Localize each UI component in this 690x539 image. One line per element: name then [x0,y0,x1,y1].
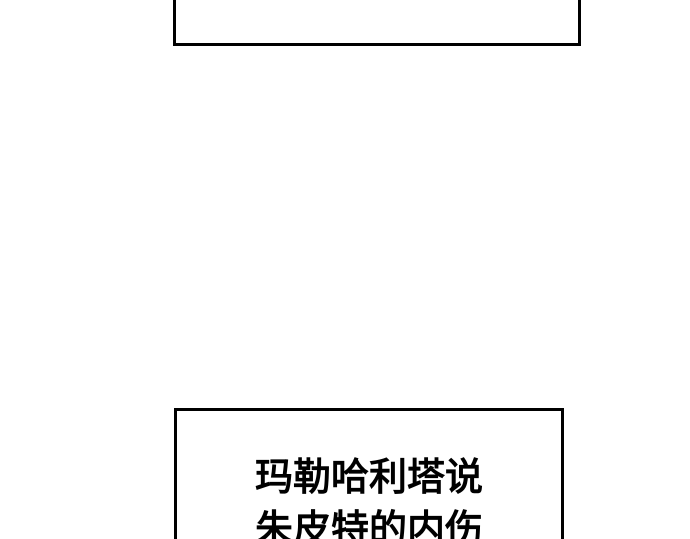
top-speech-box [173,0,581,46]
narration-text: 玛勒哈利塔说 朱皮特的内伤 [177,451,561,539]
narration-box: 玛勒哈利塔说 朱皮特的内伤 [174,408,564,539]
narration-line-2: 朱皮特的内伤 [254,507,483,539]
narration-line-1: 玛勒哈利塔说 [254,455,483,499]
